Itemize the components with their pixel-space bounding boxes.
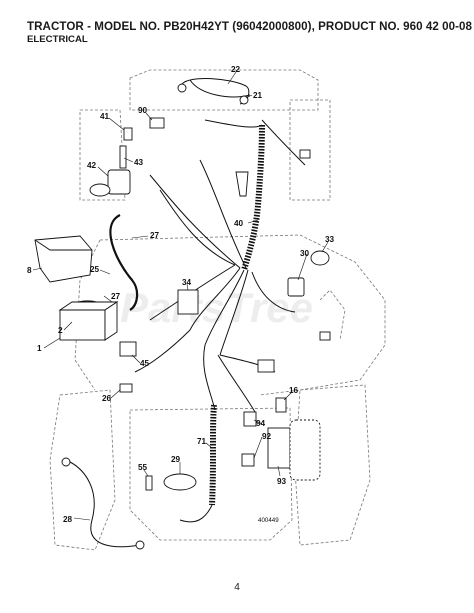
part-label-55: 55 <box>138 463 148 472</box>
part-label-42: 42 <box>87 161 97 170</box>
part-label-93: 93 <box>277 477 287 486</box>
part-number-labels: 22 21 90 41 42 43 27 40 30 33 8 25 34 27… <box>27 65 335 524</box>
part-label-29: 29 <box>171 455 181 464</box>
part-label-43: 43 <box>134 158 144 167</box>
part-label-34: 34 <box>182 278 192 287</box>
part-label-30: 30 <box>300 249 310 258</box>
part-label-41: 41 <box>100 112 110 121</box>
part-label-8: 8 <box>27 266 32 275</box>
part-label-45: 45 <box>140 359 150 368</box>
wire-harness <box>69 79 306 548</box>
leader-lines <box>32 71 329 521</box>
part-label-92: 92 <box>262 432 272 441</box>
watermark: PartsTree <box>120 284 313 331</box>
part-label-22: 22 <box>231 65 241 74</box>
section-subtitle: ELECTRICAL <box>27 34 88 45</box>
part-label-16: 16 <box>289 386 299 395</box>
part-label-28: 28 <box>63 515 73 524</box>
part-label-94: 94 <box>256 419 266 428</box>
page-title: TRACTOR - MODEL NO. PB20H42YT (960420008… <box>27 20 473 33</box>
part-label-21: 21 <box>253 91 263 100</box>
part-label-90: 90 <box>138 106 148 115</box>
part-label-27-top: 27 <box>150 231 160 240</box>
part-label-1: 1 <box>37 344 42 353</box>
part-label-25: 25 <box>90 265 100 274</box>
parts-group <box>34 77 331 550</box>
part-label-2: 2 <box>58 326 63 335</box>
part-label-26: 26 <box>102 394 112 403</box>
part-label-27-mid: 27 <box>111 292 121 301</box>
page-number: 4 <box>234 582 240 593</box>
part-label-71: 71 <box>197 437 207 446</box>
part-label-33: 33 <box>325 235 335 244</box>
figure-code: 400449 <box>258 517 279 524</box>
part-label-40: 40 <box>234 219 244 228</box>
